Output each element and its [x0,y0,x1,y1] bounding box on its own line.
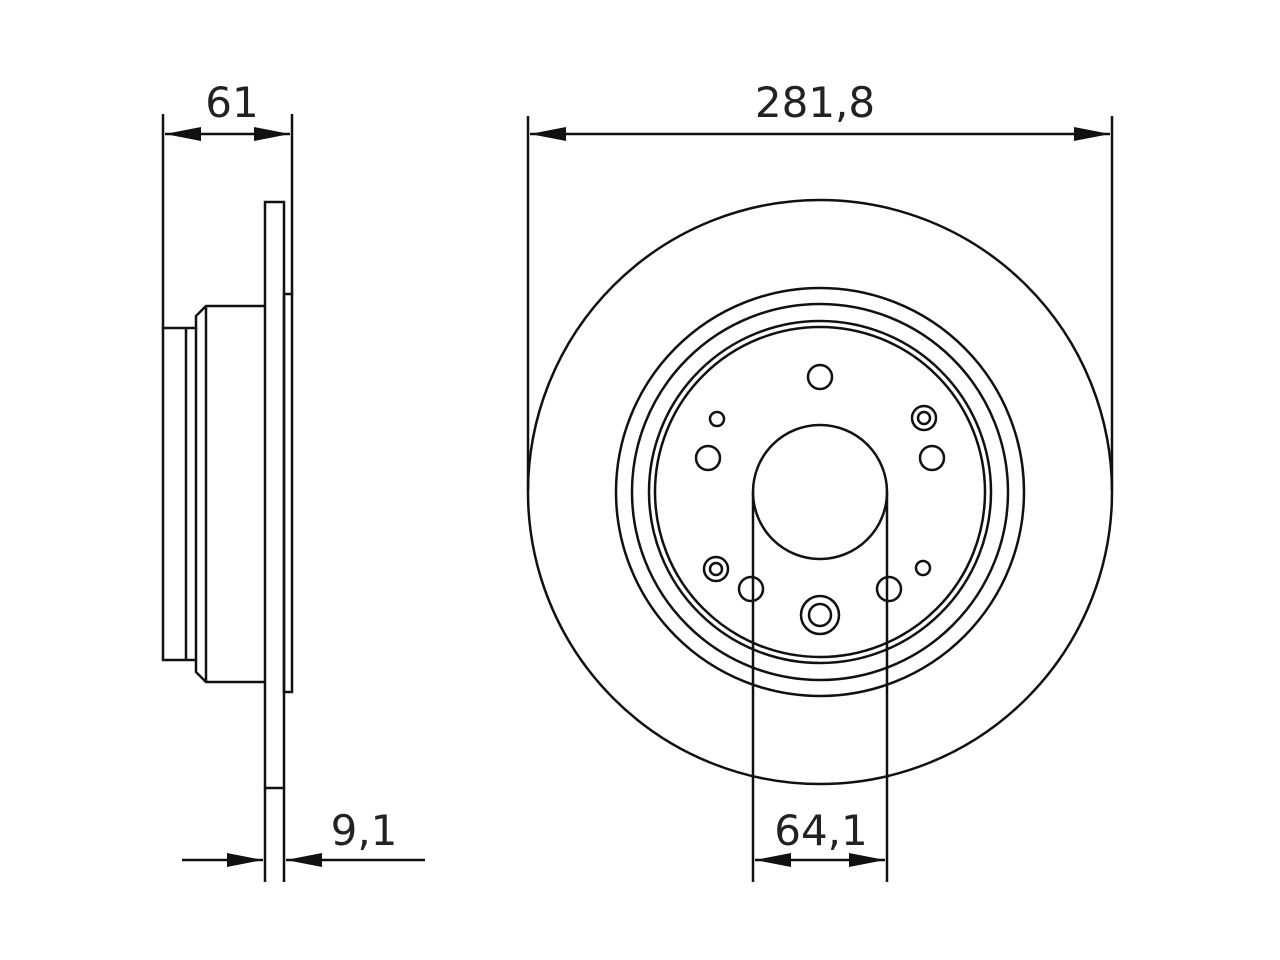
small-hole [914,559,932,577]
bolt-hole [806,363,834,391]
threaded-hole-inner [807,602,833,628]
hub-bore-label: 64,1 [774,806,868,855]
front-view [526,116,1114,882]
disc-friction-inner-circle [614,286,1026,698]
bolt-hole [737,575,765,603]
diameter-label: 281,8 [755,78,875,127]
thickness-label: 9,1 [331,806,398,855]
width-label: 61 [205,78,258,127]
hub-face-circle-inner [653,325,987,659]
bolt-hole [918,444,946,472]
disc-ring-side [263,200,286,790]
threaded-hole-outer [910,404,938,432]
threaded-hole-inner [708,561,724,577]
threaded-hole-outer [702,555,730,583]
bolt-hole [694,444,722,472]
hub-outer-circle [630,302,1010,682]
hub-hat-side [161,304,265,684]
small-hole [708,410,726,428]
center-bore [751,423,889,561]
disc-outer-circle [526,198,1114,786]
bolt-hole [875,575,903,603]
disc-inner-lip [282,292,294,694]
hub-face-circle-outer [647,319,993,665]
side-view [161,114,294,882]
threaded-hole-inner [916,410,932,426]
threaded-hole-outer [799,594,841,636]
